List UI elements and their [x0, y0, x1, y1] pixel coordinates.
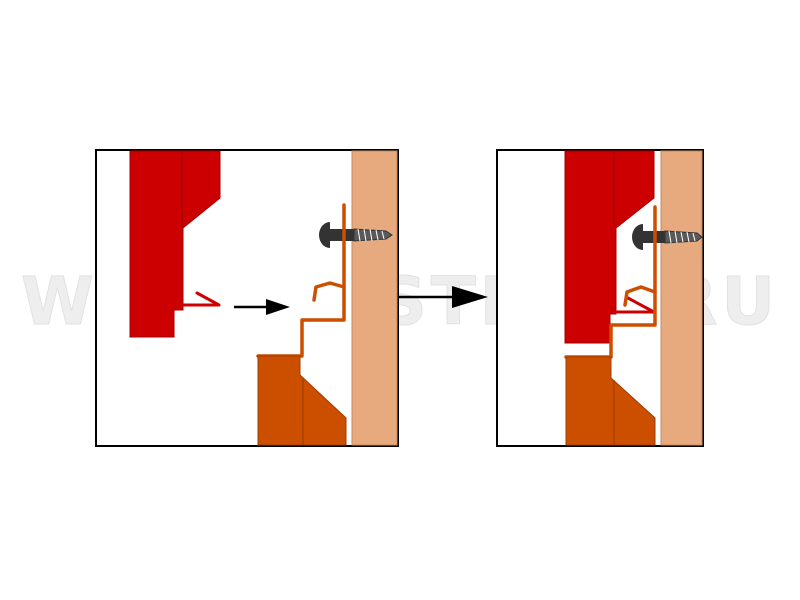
step-panel-after	[496, 149, 704, 447]
step-panel-before	[95, 149, 399, 447]
lower-siding-panel	[565, 356, 656, 446]
upper-siding-panel	[129, 150, 221, 338]
rail-lock-hook	[623, 285, 657, 307]
lower-siding-panel	[257, 355, 347, 446]
upper-siding-panel	[564, 150, 655, 344]
arrow-right-icon	[234, 299, 290, 315]
arrow-next-step-icon	[398, 286, 488, 308]
screw-icon	[319, 222, 393, 248]
panel-lock-hook	[182, 291, 221, 307]
wall-board	[660, 150, 703, 446]
wall-board	[351, 150, 398, 446]
rail-lock-hook	[312, 281, 346, 302]
